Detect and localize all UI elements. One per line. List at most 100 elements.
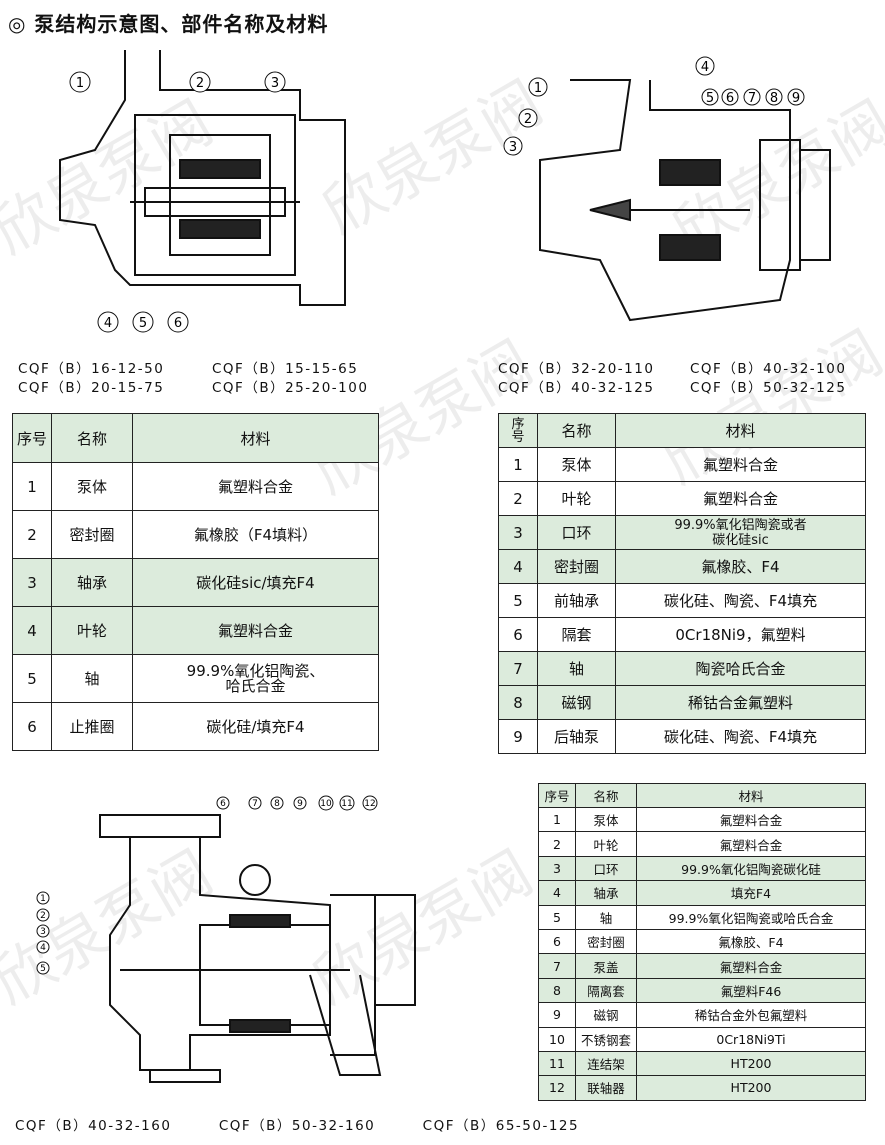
material: 氟塑料合金 [132,462,379,511]
row-number: 3 [12,558,52,607]
part-name: 密封圈 [51,510,133,559]
row-number: 4 [12,606,52,655]
part-name: 叶轮 [51,606,133,655]
material: 稀钴合金外包氟塑料 [636,1002,866,1028]
model: CQF（B）40-32-125 [498,380,655,396]
model: CQF（B）40-32-160 [15,1118,172,1134]
model: CQF（B）16-12-50 [18,361,165,377]
material: 99.9%氧化铝陶瓷碳化硅 [636,855,866,882]
row-number: 5 [498,583,538,618]
svg-text:2: 2 [524,112,532,127]
svg-text:7: 7 [748,91,756,106]
part-name: 叶轮 [537,481,616,516]
row-number: 11 [538,1050,576,1077]
part-name: 叶轮 [575,831,637,857]
svg-text:2: 2 [40,911,46,921]
svg-text:4: 4 [701,60,709,75]
row-number: 8 [538,977,576,1004]
material: HT200 [636,1075,866,1101]
material: 陶瓷哈氏合金 [615,651,866,686]
row-number: 12 [538,1075,576,1101]
part-name: 密封圈 [537,549,616,584]
material: HT200 [636,1050,866,1077]
part-name: 磁钢 [537,685,616,720]
svg-text:1: 1 [40,894,46,904]
part-name: 轴 [575,904,637,930]
svg-text:5: 5 [706,91,714,106]
svg-text:11: 11 [341,799,352,809]
svg-text:8: 8 [770,91,778,106]
svg-text:4: 4 [104,316,112,331]
svg-text:9: 9 [297,799,303,809]
row-number: 4 [498,549,538,584]
model: CQF（B）50-32-125 [690,380,847,396]
svg-text:4: 4 [40,943,46,953]
svg-text:6: 6 [726,91,734,106]
part-name: 隔套 [537,617,616,652]
model: CQF（B）50-32-160 [218,1118,376,1134]
svg-text:12: 12 [364,799,375,809]
row-number: 4 [538,880,576,906]
part-name: 前轴承 [537,583,616,618]
svg-text:5: 5 [40,964,46,974]
svg-text:3: 3 [509,140,517,155]
model: CQF（B）40-32-100 [690,361,847,377]
material: 氟橡胶、F4 [636,928,866,955]
part-name: 泵体 [537,447,616,482]
part-name: 口环 [537,515,616,550]
pump-diagram-1: 1 2 3 4 5 6 [59,50,346,333]
svg-text:3: 3 [271,76,279,91]
row-number: 10 [538,1026,576,1052]
svg-text:8: 8 [274,799,280,809]
part-name: 磁钢 [575,1002,637,1028]
callouts-left: 1 2 3 4 5 [36,891,50,975]
row-number: 2 [538,831,576,857]
part-name: 止推圈 [51,702,133,751]
row-number: 5 [12,654,52,703]
part-name: 轴承 [575,880,637,906]
row-number: 2 [498,481,538,516]
svg-text:10: 10 [320,799,332,809]
part-name: 轴 [51,654,133,703]
svg-text:6: 6 [220,799,226,809]
part-callouts: 1 2 3 4 5 6 [69,71,286,333]
material: 99.9%氧化铝陶瓷或哈氏合金 [636,904,866,930]
part-name: 口环 [575,855,637,882]
row-number: 1 [12,462,52,511]
part-name: 泵体 [51,462,133,511]
part-name: 密封圈 [575,928,637,955]
row-number: 7 [498,651,538,686]
material: 氟塑料合金 [615,447,866,482]
part-name: 隔离套 [575,977,637,1004]
material: 碳化硅sic/填充F4 [132,558,379,607]
part-name: 泵体 [575,806,637,833]
part-name: 轴 [537,651,616,686]
row-number: 6 [12,702,52,751]
model: CQF（B）25-20-100 [212,380,369,396]
material: 99.9%氧化铝陶瓷、 哈氏合金 [132,654,379,703]
model: CQF（B）65-50-125 [422,1118,580,1134]
part-name: 连结架 [575,1050,637,1077]
model: CQF（B）15-15-65 [212,361,359,377]
row-number: 7 [538,953,576,979]
row-number: 3 [498,515,538,550]
material: 碳化硅、陶瓷、F4填充 [615,583,866,618]
svg-text:3: 3 [40,927,46,937]
